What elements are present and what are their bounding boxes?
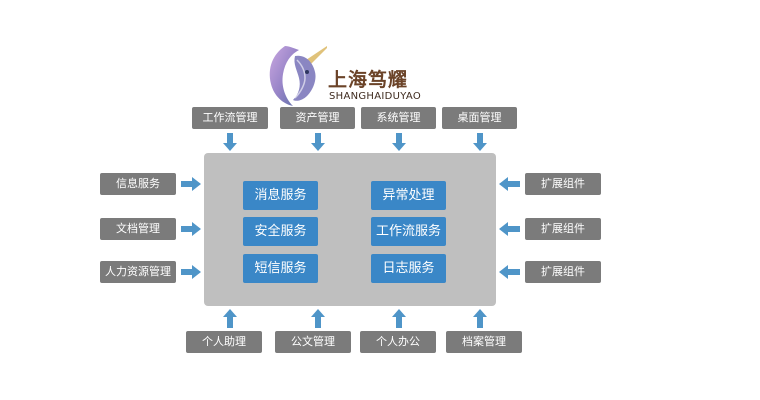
- top-module-3: 桌面管理: [442, 107, 517, 129]
- service-right-0: 异常处理: [371, 181, 446, 210]
- bottom-module-3: 档案管理: [446, 331, 522, 353]
- bottom-module-1: 公文管理: [275, 331, 351, 353]
- logo-title: 上海笃耀: [328, 69, 409, 91]
- right-module-2: 扩展组件: [525, 261, 601, 283]
- unicorn-icon: [269, 46, 327, 106]
- right-module-0: 扩展组件: [525, 173, 601, 195]
- top-module-0: 工作流管理: [192, 107, 268, 129]
- bottom-module-2: 个人办公: [360, 331, 436, 353]
- left-module-2: 人力资源管理: [100, 261, 176, 283]
- core-services-panel: 消息服务 安全服务 短信服务 异常处理 工作流服务 日志服务: [204, 153, 496, 306]
- service-right-1: 工作流服务: [371, 217, 446, 246]
- service-left-0: 消息服务: [243, 181, 318, 210]
- bottom-module-0: 个人助理: [186, 331, 262, 353]
- right-module-1: 扩展组件: [525, 218, 601, 240]
- top-module-1: 资产管理: [280, 107, 355, 129]
- left-module-0: 信息服务: [100, 173, 176, 195]
- top-module-2: 系统管理: [361, 107, 436, 129]
- company-logo: 上海笃耀 SHANGHAIDUYAO: [265, 40, 425, 110]
- service-left-1: 安全服务: [243, 217, 318, 246]
- service-right-2: 日志服务: [371, 254, 446, 283]
- service-left-2: 短信服务: [243, 254, 318, 283]
- logo-subtitle: SHANGHAIDUYAO: [329, 91, 422, 102]
- left-module-1: 文档管理: [100, 218, 176, 240]
